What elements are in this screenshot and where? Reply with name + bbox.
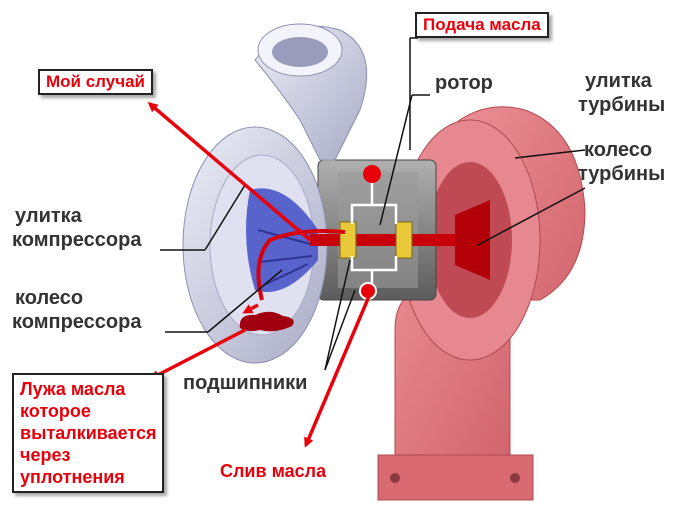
turbine-housing-label-line1: улитка <box>585 70 652 92</box>
oil-puddle <box>239 311 294 332</box>
leader-lines <box>160 37 586 371</box>
bearings-label: подшипники <box>183 372 308 394</box>
oil-channels <box>350 180 398 290</box>
compressor-wheel-label-line2: компрессора <box>12 311 142 333</box>
oil-feed-label: Подача масла <box>415 12 549 38</box>
compressor-housing <box>182 23 368 364</box>
compressor-wheel-label-line1: колесо <box>15 287 84 309</box>
oil-puddle-label: Лужа масла которое выталкивается через у… <box>12 373 165 493</box>
turbine-housing-label-line2: турбины <box>578 94 666 116</box>
oil-drain-label: Слив масла <box>220 461 327 481</box>
oil-inlet-marker <box>363 165 381 183</box>
compressor-housing-label-line2: компрессора <box>12 229 142 251</box>
rotor-label: ротор <box>435 72 493 94</box>
my-case-label: Мой случай <box>38 69 153 95</box>
compressor-housing-label-line1: улитка <box>15 205 82 227</box>
oil-leak-path <box>256 229 346 301</box>
bearings <box>339 221 413 259</box>
red-arrows <box>147 102 372 448</box>
turbine-wheel-label-line2: турбины <box>578 163 666 185</box>
turbine-wheel-label-line1: колесо <box>584 139 653 161</box>
